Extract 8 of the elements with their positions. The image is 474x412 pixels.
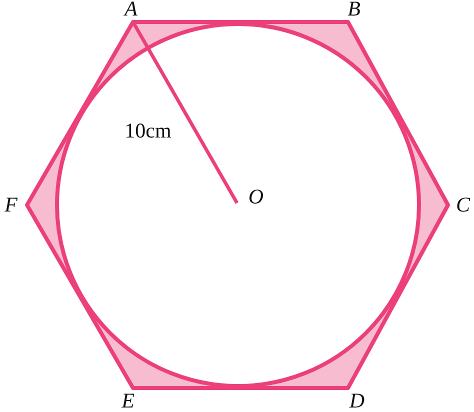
vertex-label: C [456, 194, 470, 216]
length-label: 10cm [124, 120, 172, 142]
vertex-label: E [122, 390, 134, 412]
vertex-label: B [348, 0, 360, 20]
vertex-label: A [124, 0, 138, 20]
vertex-label: F [4, 194, 18, 216]
centre-label: O [248, 186, 264, 208]
vertex-label: D [349, 390, 365, 412]
